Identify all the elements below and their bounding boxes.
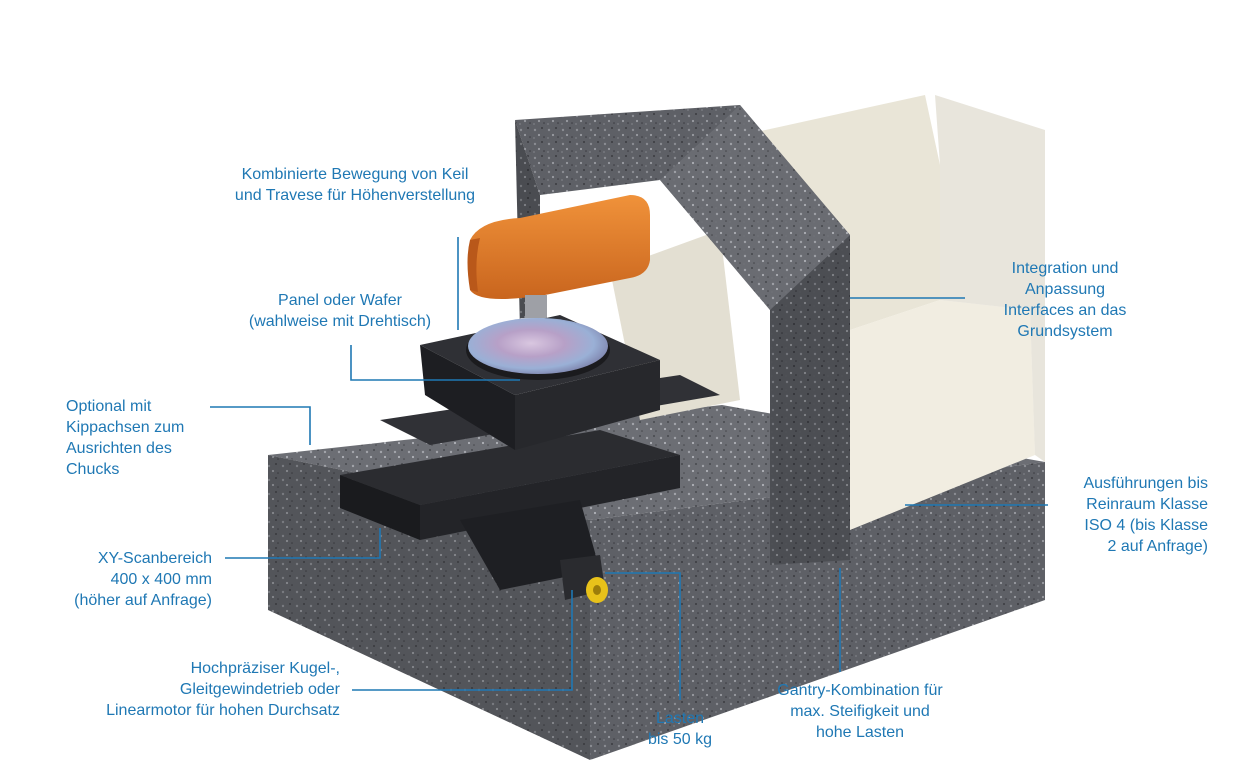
label-line: und Travese für Höhenverstellung [234, 187, 476, 204]
label-line: Optional mit [66, 398, 152, 415]
label-line: 400 x 400 mm [110, 571, 212, 588]
label-line: XY-Scanbereich [97, 550, 212, 567]
label-drive: Hochpräziser Kugel-, Gleitgewindetrieb o… [40, 658, 340, 721]
wafer [466, 318, 610, 380]
label-line: Integration und [1011, 260, 1119, 277]
leader-load [605, 572, 681, 700]
label-line: Ausrichten des [66, 440, 172, 457]
label-line: Linearmotor für hohen Durchsatz [106, 702, 340, 719]
label-line: Lasten [655, 710, 705, 727]
label-cleanroom: Ausführungen bis Reinraum Klasse ISO 4 (… [1040, 473, 1208, 557]
leader-panel [350, 345, 520, 381]
label-line: Grundsystem [1017, 323, 1113, 340]
label-tilt: Optional mit Kippachsen zum Ausrichten d… [66, 396, 226, 480]
label-line: hohe Lasten [815, 724, 905, 741]
label-line: Kombinierte Bewegung von Keil [241, 166, 469, 183]
label-xy-scan: XY-Scanbereich 400 x 400 mm (höher auf A… [40, 548, 212, 611]
label-line: Chucks [66, 461, 120, 478]
label-line: Kippachsen zum [66, 419, 185, 436]
label-line: (wahlweise mit Drehtisch) [248, 313, 432, 330]
label-line: max. Steifigkeit und [790, 703, 930, 720]
leader-xy-scan [225, 528, 381, 559]
label-line: 2 auf Anfrage) [1107, 538, 1208, 555]
label-line: Ausführungen bis [1083, 475, 1208, 492]
label-line: Reinraum Klasse [1086, 496, 1208, 513]
leader-lines [210, 237, 1048, 700]
label-line: Anpassung [1024, 281, 1106, 298]
label-line: (höher auf Anfrage) [74, 592, 212, 609]
label-line: Gantry-Kombination für [777, 682, 943, 699]
label-gantry: Gantry-Kombination für max. Steifigkeit … [745, 680, 975, 743]
label-load: Lasten bis 50 kg [620, 708, 740, 750]
label-line: Panel oder Wafer [278, 292, 402, 309]
label-height-adjust: Kombinierte Bewegung von Keil und Traves… [200, 164, 510, 206]
label-line: Interfaces an das [1003, 302, 1127, 319]
leader-drive [352, 590, 573, 691]
motor-knob [586, 577, 608, 603]
label-line: bis 50 kg [647, 731, 713, 748]
label-integration: Integration und Anpassung Interfaces an … [975, 258, 1155, 342]
label-line: Hochpräziser Kugel-, [190, 660, 340, 677]
label-line: Gleitgewindetrieb oder [179, 681, 340, 698]
label-line: ISO 4 (bis Klasse [1084, 517, 1208, 534]
label-panel: Panel oder Wafer (wahlweise mit Drehtisc… [225, 290, 455, 332]
leader-tilt [210, 406, 311, 445]
